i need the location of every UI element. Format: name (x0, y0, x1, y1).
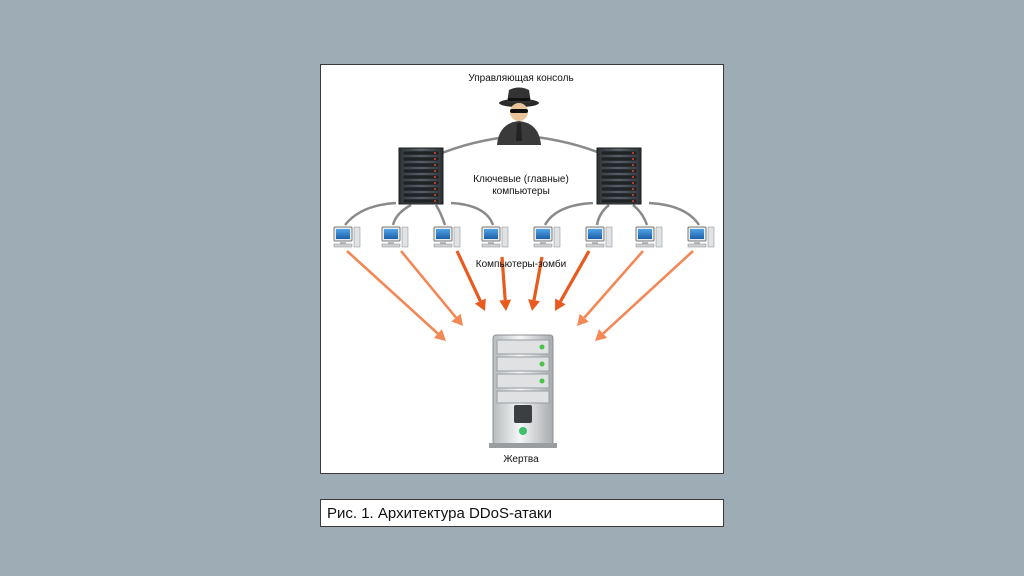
diagram-canvas (333, 87, 715, 448)
desktop-computer-icon (381, 226, 409, 248)
link-left-z2 (391, 203, 412, 226)
link-left-z4 (450, 201, 495, 226)
link-left-z1 (344, 201, 397, 226)
attack-arrow (577, 250, 644, 326)
zombie-computers (333, 226, 715, 248)
desktop-computer-icon (433, 226, 461, 248)
attack-arrow (595, 250, 694, 341)
link-right-z8 (648, 201, 701, 226)
attack-arrow (555, 250, 591, 311)
server-rack-icon (596, 147, 642, 205)
attack-arrow (499, 256, 512, 311)
attack-arrow (399, 250, 463, 326)
victim-label: Жертва (503, 454, 539, 465)
master-links (344, 201, 701, 226)
link-right-z6 (595, 204, 610, 226)
link-right-z7 (632, 204, 649, 226)
desktop-computer-icon (635, 226, 663, 248)
desktop-computer-icon (687, 226, 715, 248)
link-left-z3 (434, 204, 447, 226)
desktop-computer-icon (585, 226, 613, 248)
tower-server-icon (489, 334, 557, 448)
attack-arrow (346, 250, 446, 341)
link-right-z5 (543, 201, 594, 226)
attack-arrow (455, 250, 486, 311)
desktop-computer-icon (481, 226, 509, 248)
control-console-label: Управляющая консоль (468, 73, 574, 84)
attack-arrow (528, 256, 544, 311)
zombie-computers-label: Компьютеры-зомби (475, 259, 567, 270)
ddos-diagram: Управляющая консоль Ключевые (главные) к… (320, 64, 724, 474)
desktop-computer-icon (533, 226, 561, 248)
desktop-computer-icon (333, 226, 361, 248)
figure-caption: Рис. 1. Архитектура DDoS-атаки (320, 499, 724, 527)
hacker-icon (497, 87, 541, 145)
server-rack-icon (398, 147, 444, 205)
attack-arrows (346, 250, 694, 341)
master-computers-label: Ключевые (главные) компьютеры (473, 174, 569, 197)
